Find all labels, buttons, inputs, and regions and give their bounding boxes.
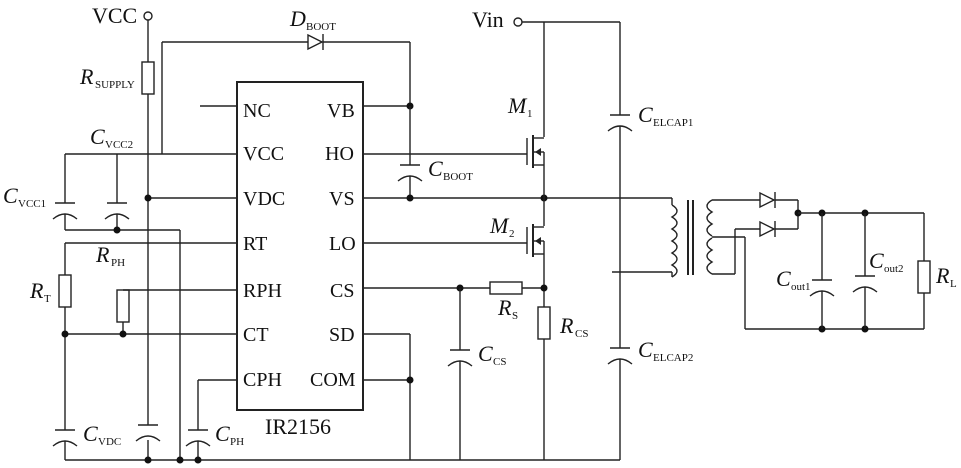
svg-text:C: C [478, 341, 493, 366]
c-rail-capacitor [135, 424, 161, 442]
svg-text:R: R [79, 64, 94, 89]
m1-label: M 1 [507, 93, 533, 120]
c-ph-label: C PH [215, 421, 244, 448]
c-vcc2-label: C VCC2 [90, 124, 133, 151]
svg-text:PH: PH [230, 436, 244, 448]
svg-text:VCC2: VCC2 [105, 139, 133, 151]
svg-text:R: R [95, 242, 110, 267]
pin-rt: RT [243, 233, 267, 255]
chip-name-label: IR2156 [265, 414, 331, 439]
r-s-resistor [489, 281, 523, 295]
svg-text:out1: out1 [791, 281, 811, 293]
c-elcap2-label: C ELCAP2 [638, 337, 693, 364]
c-out2-label: C out2 [869, 248, 904, 275]
svg-text:CS: CS [493, 356, 506, 368]
pin-com: COM [310, 369, 356, 391]
pin-vb: VB [327, 100, 355, 122]
pin-nc: NC [243, 100, 271, 122]
transformer [612, 197, 745, 278]
r-s-label: R S [497, 295, 518, 322]
pin-sd: SD [329, 324, 355, 346]
vin-terminal: Vin [472, 7, 523, 32]
svg-text:CS: CS [575, 328, 588, 340]
r-cs-resistor [537, 306, 551, 340]
ir2156-chip-body [236, 81, 364, 411]
d-boot-diode [307, 33, 324, 51]
r-t-label: R T [29, 278, 51, 305]
pin-lo: LO [329, 233, 356, 255]
svg-text:BOOT: BOOT [443, 171, 473, 183]
svg-text:C: C [638, 102, 653, 127]
svg-text:VCC1: VCC1 [18, 198, 46, 210]
svg-text:C: C [428, 156, 443, 181]
svg-text:C: C [215, 421, 230, 446]
svg-text:R: R [935, 263, 950, 288]
r-ph-label: R PH [95, 242, 125, 269]
svg-text:BOOT: BOOT [306, 21, 336, 33]
m2-label: M 2 [489, 213, 515, 240]
pin-vdc: VDC [243, 188, 285, 210]
svg-text:VDC: VDC [98, 436, 121, 448]
svg-text:M: M [489, 213, 510, 238]
svg-text:2: 2 [509, 228, 515, 240]
svg-text:T: T [44, 293, 51, 305]
svg-text:C: C [3, 183, 18, 208]
output-diode-2 [759, 220, 776, 238]
svg-text:M: M [507, 93, 528, 118]
svg-text:C: C [869, 248, 884, 273]
pin-vcc: VCC [243, 143, 284, 165]
svg-text:D: D [289, 6, 306, 31]
svg-text:SUPPLY: SUPPLY [95, 79, 135, 91]
svg-text:1: 1 [527, 108, 533, 120]
svg-text:Vin: Vin [472, 7, 504, 32]
r-l-resistor [917, 260, 931, 294]
m1-mosfet [526, 135, 545, 168]
m2-mosfet [526, 224, 545, 257]
d-boot-label: D BOOT [289, 6, 336, 33]
r-cs-label: R CS [559, 313, 588, 340]
c-vdc-label: C VDC [83, 421, 121, 448]
c-boot-label: C BOOT [428, 156, 473, 183]
svg-text:C: C [83, 421, 98, 446]
pin-ct: CT [243, 324, 269, 346]
svg-text:S: S [512, 310, 518, 322]
c-vcc1-label: C VCC1 [3, 183, 46, 210]
r-l-label: R L [935, 263, 957, 290]
pin-cs: CS [330, 280, 354, 302]
pin-ho: HO [325, 143, 354, 165]
pin-cph: CPH [243, 369, 282, 391]
pin-rph: RPH [243, 280, 282, 302]
svg-text:PH: PH [111, 257, 125, 269]
svg-text:out2: out2 [884, 263, 904, 275]
svg-text:R: R [29, 278, 44, 303]
svg-text:C: C [90, 124, 105, 149]
svg-text:R: R [497, 295, 512, 320]
vcc-terminal: VCC [92, 3, 153, 28]
svg-text:R: R [559, 313, 574, 338]
svg-text:L: L [950, 278, 957, 290]
junction-dot [113, 226, 121, 234]
c-elcap1-label: C ELCAP1 [638, 102, 693, 129]
svg-text:ELCAP2: ELCAP2 [653, 352, 693, 364]
r-supply-resistor [141, 61, 155, 95]
r-ph-resistor [116, 289, 130, 323]
c-cs-label: C CS [478, 341, 506, 368]
svg-text:VCC: VCC [92, 3, 137, 28]
c-out1-label: C out1 [776, 266, 811, 293]
svg-text:C: C [638, 337, 653, 362]
svg-text:C: C [776, 266, 791, 291]
pin-vs: VS [329, 188, 355, 210]
r-supply-label: R SUPPLY [79, 64, 135, 91]
svg-text:ELCAP1: ELCAP1 [653, 117, 693, 129]
r-t-resistor [58, 274, 72, 308]
output-diode-1 [759, 191, 776, 209]
